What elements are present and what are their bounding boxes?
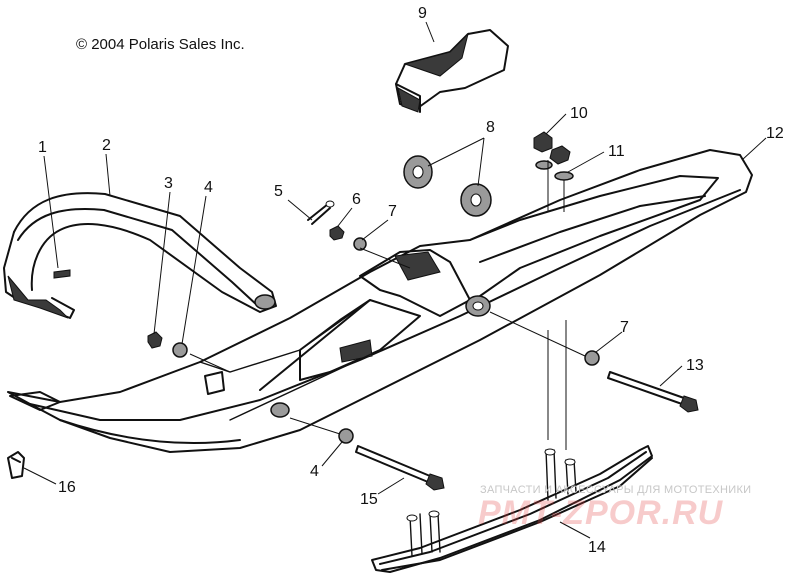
callout-15: 15 — [360, 491, 378, 508]
part-3-nut[interactable] — [147, 331, 163, 349]
callout-9: 9 — [418, 5, 427, 22]
callout-3: 3 — [164, 175, 173, 192]
callout-11: 11 — [608, 143, 625, 160]
part-11-washer[interactable] — [535, 160, 574, 181]
callout-10: 10 — [570, 105, 588, 122]
part-16-clip[interactable] — [7, 451, 25, 479]
callout-leaders — [23, 21, 767, 539]
callout-13: 13 — [686, 357, 704, 374]
part-12-ski-body[interactable] — [7, 149, 753, 453]
part-4-washer-upper[interactable] — [172, 342, 188, 358]
callout-6: 6 — [352, 191, 361, 208]
part-8-washers[interactable] — [403, 155, 492, 217]
callout-14: 14 — [588, 539, 606, 556]
watermark-caption: ЗАПЧАСТИ И АКСЕССУАРЫ ДЛЯ МОТОТЕХНИКИ — [480, 484, 752, 496]
callout-7-lower: 7 — [620, 319, 629, 336]
part-2-ski-loop[interactable] — [3, 192, 277, 319]
part-7-washer-upper[interactable] — [353, 237, 367, 251]
callout-4-lower: 4 — [310, 463, 319, 480]
part-7-washer-lower[interactable] — [584, 350, 600, 366]
callout-12: 12 — [766, 125, 784, 142]
copyright-text: © 2004 Polaris Sales Inc. — [76, 36, 245, 53]
part-15-bolt[interactable] — [355, 445, 445, 491]
part-4-washer-lower[interactable] — [338, 428, 354, 444]
callout-16: 16 — [58, 479, 76, 496]
callout-labels: 1 2 3 4 4 5 6 7 7 8 9 10 11 12 13 14 15 … — [38, 5, 784, 556]
part-5-cotter-pin[interactable] — [307, 200, 335, 225]
part-9-cushion[interactable] — [395, 29, 509, 113]
callout-8: 8 — [486, 119, 495, 136]
callout-4-upper: 4 — [204, 179, 213, 196]
part-14-wear-bar[interactable] — [371, 445, 653, 573]
callout-7-upper: 7 — [388, 203, 397, 220]
watermark-logo: PMT-ZPOR.RU — [478, 494, 724, 532]
callout-5: 5 — [274, 183, 283, 200]
part-6-nut[interactable] — [329, 225, 345, 241]
callout-1: 1 — [38, 139, 47, 156]
callout-2: 2 — [102, 137, 111, 154]
part-10-nut[interactable] — [533, 131, 571, 165]
assembly-guide-lines — [189, 160, 586, 450]
part-1-decal[interactable] — [53, 269, 71, 279]
part-13-bolt[interactable] — [607, 371, 699, 413]
